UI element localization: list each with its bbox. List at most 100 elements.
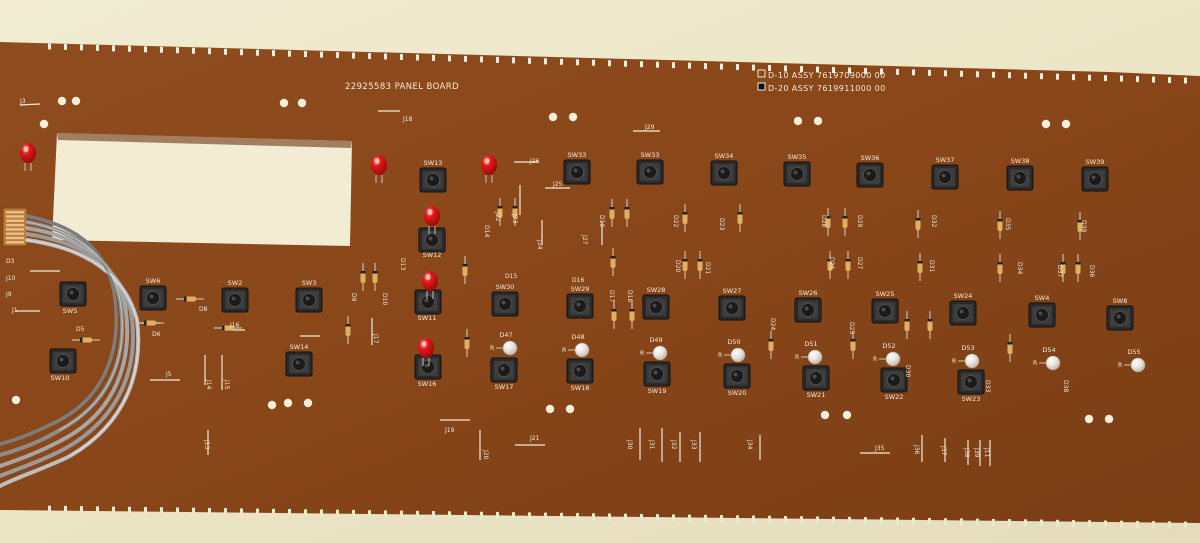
diode [1077, 212, 1083, 240]
silkscreen-label: J25 [552, 181, 563, 188]
tact-switch[interactable]: SW29 [566, 285, 594, 319]
notch [880, 517, 883, 525]
tact-switch[interactable]: SW14 [285, 343, 313, 377]
red-led [20, 143, 36, 171]
notch [400, 510, 403, 518]
switch-label: SW39 [1086, 158, 1105, 166]
notch [736, 515, 739, 523]
notch [1168, 521, 1171, 529]
mounting-hole [820, 410, 830, 420]
connector-pin [6, 219, 24, 222]
diode [842, 208, 848, 236]
notch [832, 516, 835, 524]
tact-switch[interactable]: SW33 [636, 151, 664, 185]
diode [372, 263, 378, 291]
tact-switch[interactable]: SW13 [419, 159, 447, 193]
switch-label: SW35 [788, 153, 807, 161]
tact-switch[interactable]: SW26 [794, 289, 822, 323]
led-label: D47 [499, 331, 512, 339]
notch [304, 51, 307, 58]
tact-switch[interactable]: SW22 [880, 367, 908, 401]
tact-switch[interactable]: SW2 [221, 279, 249, 313]
notch [688, 62, 691, 69]
tact-switches[interactable]: SW13 SW33 SW33 SW34 SW35 SW36 SW37 SW38 SW39SW12… [49, 151, 1134, 403]
tact-switch[interactable]: SW3 [295, 279, 323, 313]
silkscreen-label: J10 [5, 275, 16, 282]
tact-switch[interactable]: SW36 [856, 154, 884, 188]
notch [416, 54, 419, 61]
led-label: D52 [882, 342, 895, 350]
notch [448, 55, 451, 62]
notch [160, 46, 163, 53]
tact-switch[interactable]: SW38 [1006, 157, 1034, 191]
tact-switch[interactable]: SW27 [718, 287, 746, 321]
tact-switch[interactable]: SW28 [642, 286, 670, 320]
switch-label: SW27 [723, 287, 742, 295]
tact-switch[interactable]: SW4 [1028, 294, 1056, 328]
notch [928, 517, 931, 525]
notch [448, 511, 451, 519]
notch [800, 516, 803, 524]
tact-switch[interactable]: SW30 [491, 283, 519, 317]
silkscreen-label: J16 [229, 322, 240, 329]
tact-switch[interactable]: SW21 [802, 365, 830, 399]
tact-switch[interactable]: SW20 [723, 363, 751, 397]
tact-switch[interactable]: SW19 [643, 361, 671, 395]
notch [656, 61, 659, 68]
mounting-hole [842, 410, 852, 420]
silkscreen-label: D30 [904, 365, 911, 377]
silkscreen-label: J24 [536, 239, 543, 250]
led-label: D49 [649, 336, 662, 344]
silkscreen-label: D28 [820, 215, 827, 227]
notch [1120, 75, 1123, 82]
tact-switch[interactable]: SW34 [710, 152, 738, 186]
notch [672, 514, 675, 522]
notch [1056, 73, 1059, 80]
led-label: D48 [571, 333, 584, 341]
tact-switch[interactable]: SW18 [566, 358, 594, 392]
tact-switch[interactable]: SW39 [1081, 158, 1109, 192]
notch [528, 57, 531, 64]
silkscreen-label: J1 [11, 307, 18, 314]
led-label: D55 [1127, 348, 1140, 356]
silkscreen-label: J14 [205, 379, 212, 390]
silkscreen-label: J35 [874, 445, 885, 452]
notch [1008, 519, 1011, 527]
switch-label: SW6 [146, 277, 161, 285]
notch [1152, 521, 1155, 529]
tact-switch[interactable]: SW10 [49, 348, 77, 382]
mounting-hole [565, 404, 575, 414]
notch [848, 67, 851, 74]
notch [208, 48, 211, 55]
notch [480, 56, 483, 63]
tact-switch[interactable]: SW16 [414, 354, 442, 388]
tact-switch[interactable]: SW37 [931, 156, 959, 190]
mounting-hole [57, 96, 67, 106]
tact-switch[interactable]: SW25 [871, 290, 899, 324]
tact-switch[interactable]: SW33 [563, 151, 591, 185]
notch [416, 510, 419, 518]
notch [464, 511, 467, 519]
tact-switch[interactable]: SW12 [418, 227, 446, 259]
tact-switch[interactable]: SW35 [783, 153, 811, 187]
notch [272, 50, 275, 57]
silkscreen-label: J19 [444, 427, 455, 434]
notch [1072, 520, 1075, 528]
notch [768, 65, 771, 72]
switch-label: SW21 [807, 391, 826, 399]
tact-switch[interactable]: SW17 [490, 357, 518, 391]
tact-switch[interactable]: SW5 [59, 281, 87, 315]
diode [682, 251, 688, 279]
switch-label: SW8 [1113, 297, 1128, 305]
tact-switch[interactable]: SW6 [139, 277, 167, 311]
tact-switch[interactable]: SW8 [1106, 297, 1134, 331]
notch [240, 49, 243, 56]
tact-switch[interactable]: SW23 [957, 369, 985, 403]
silkscreen-label: D35 [1004, 218, 1011, 230]
tact-switch[interactable]: SW24 [949, 292, 977, 326]
switch-label: SW26 [799, 289, 818, 297]
diode [629, 301, 635, 329]
